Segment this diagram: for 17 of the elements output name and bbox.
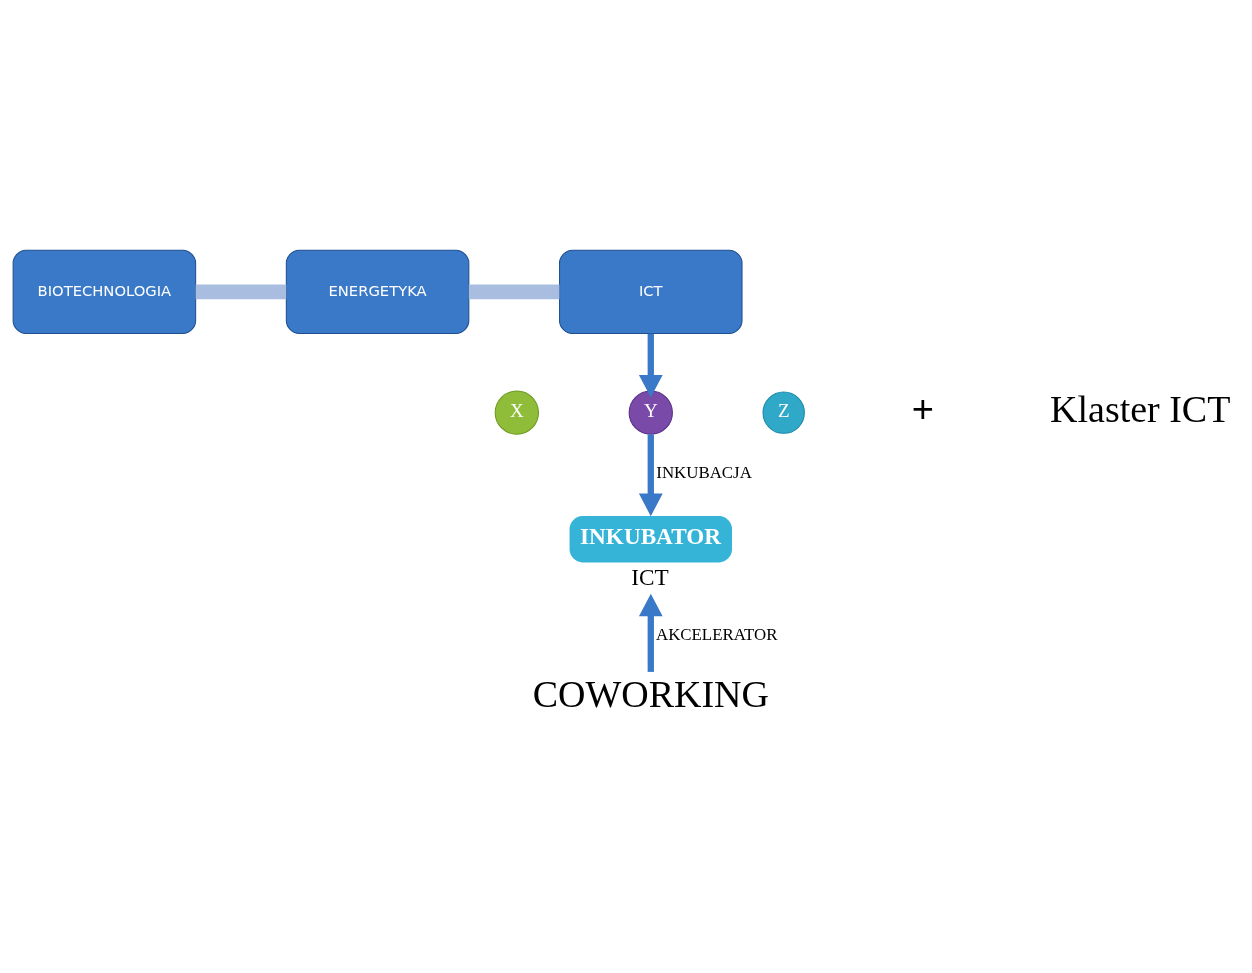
node-box: INKUBATOR [569, 516, 732, 563]
node-box: ICT [559, 249, 743, 335]
node-circle: X [494, 390, 539, 435]
node-label: ICT [631, 564, 669, 591]
node-text: COWORKING [532, 672, 769, 715]
label: + [911, 387, 935, 430]
node-circle: Z [762, 391, 805, 434]
connector [468, 284, 560, 300]
arrow [638, 434, 663, 517]
node-box: BIOTECHNOLOGIA [12, 249, 197, 335]
arrow [638, 333, 663, 398]
edge-label: AKCELERATOR [655, 625, 778, 645]
edge-label: INKUBACJA [656, 462, 752, 482]
connector [195, 284, 287, 300]
node-text: Klaster ICT [1050, 387, 1231, 430]
node-circle: Y [628, 390, 673, 435]
node-box: ENERGETYKA [285, 249, 470, 335]
